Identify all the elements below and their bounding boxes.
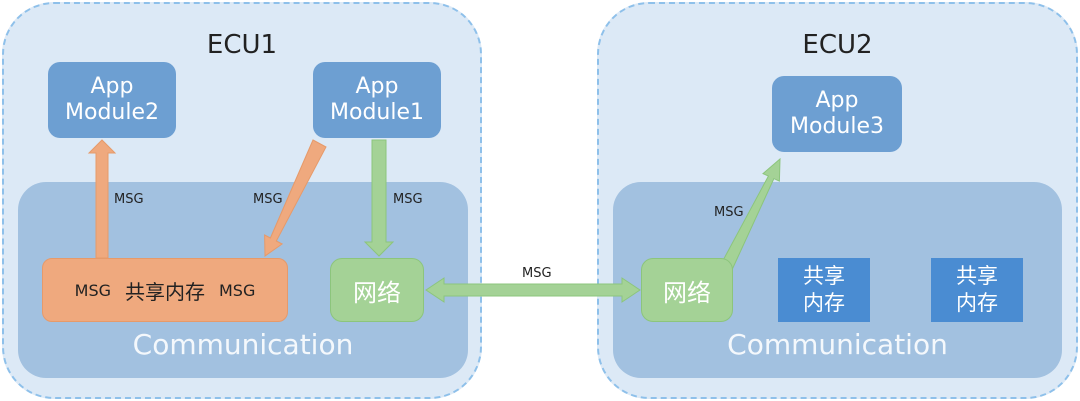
ecu2-diag-msg-label: MSG — [714, 205, 744, 220]
ecu2-shared-memory-1: 共享 内存 — [778, 258, 870, 322]
ecu1-network-box: 网络 — [330, 258, 424, 322]
arrow-module1-to-network — [363, 139, 395, 257]
arrow-shm-to-module2 — [87, 139, 117, 259]
ecu2-shm1-line2: 内存 — [803, 291, 845, 315]
ecu1-communication-label: Communication — [132, 328, 354, 361]
shm-left-msg: MSG — [74, 280, 111, 300]
ecu1-diag-msg-label: MSG — [253, 192, 283, 207]
ecu1-down-msg-label: MSG — [393, 192, 423, 207]
app-module2-line2: Module2 — [65, 100, 159, 125]
app-module3: App Module3 — [772, 76, 902, 152]
arrow-module1-to-shm — [264, 139, 327, 257]
arrow-network-to-module3 — [719, 157, 781, 273]
ecu1-title: ECU1 — [206, 30, 278, 60]
app-module2-line1: App — [90, 74, 134, 99]
shm-right-msg: MSG — [219, 280, 256, 300]
app-module2: App Module2 — [48, 62, 176, 138]
app-module3-line2: Module3 — [790, 114, 884, 139]
ecu2-shm2-line1: 共享 — [956, 264, 998, 288]
network-link-label: MSG — [522, 266, 552, 281]
ecu2-communication-label: Communication — [727, 328, 948, 361]
ecu2-shared-memory-2: 共享 内存 — [931, 258, 1023, 322]
shm-label: 共享内存 — [125, 279, 205, 304]
arrow-network-link — [425, 277, 641, 303]
ecu2-shm2-line2: 内存 — [956, 291, 998, 315]
ecu2-title: ECU2 — [802, 30, 873, 60]
app-module1-line2: Module1 — [330, 100, 424, 125]
ecu1-up-msg-label: MSG — [114, 192, 144, 207]
app-module1-line1: App — [355, 74, 399, 99]
ecu2-network-box: 网络 — [641, 258, 733, 322]
ecu2-shm1-line1: 共享 — [803, 264, 845, 288]
app-module1: App Module1 — [313, 62, 441, 138]
app-module3-line1: App — [815, 88, 859, 113]
shared-memory-block: MSG 共享内存 MSG — [42, 258, 288, 322]
